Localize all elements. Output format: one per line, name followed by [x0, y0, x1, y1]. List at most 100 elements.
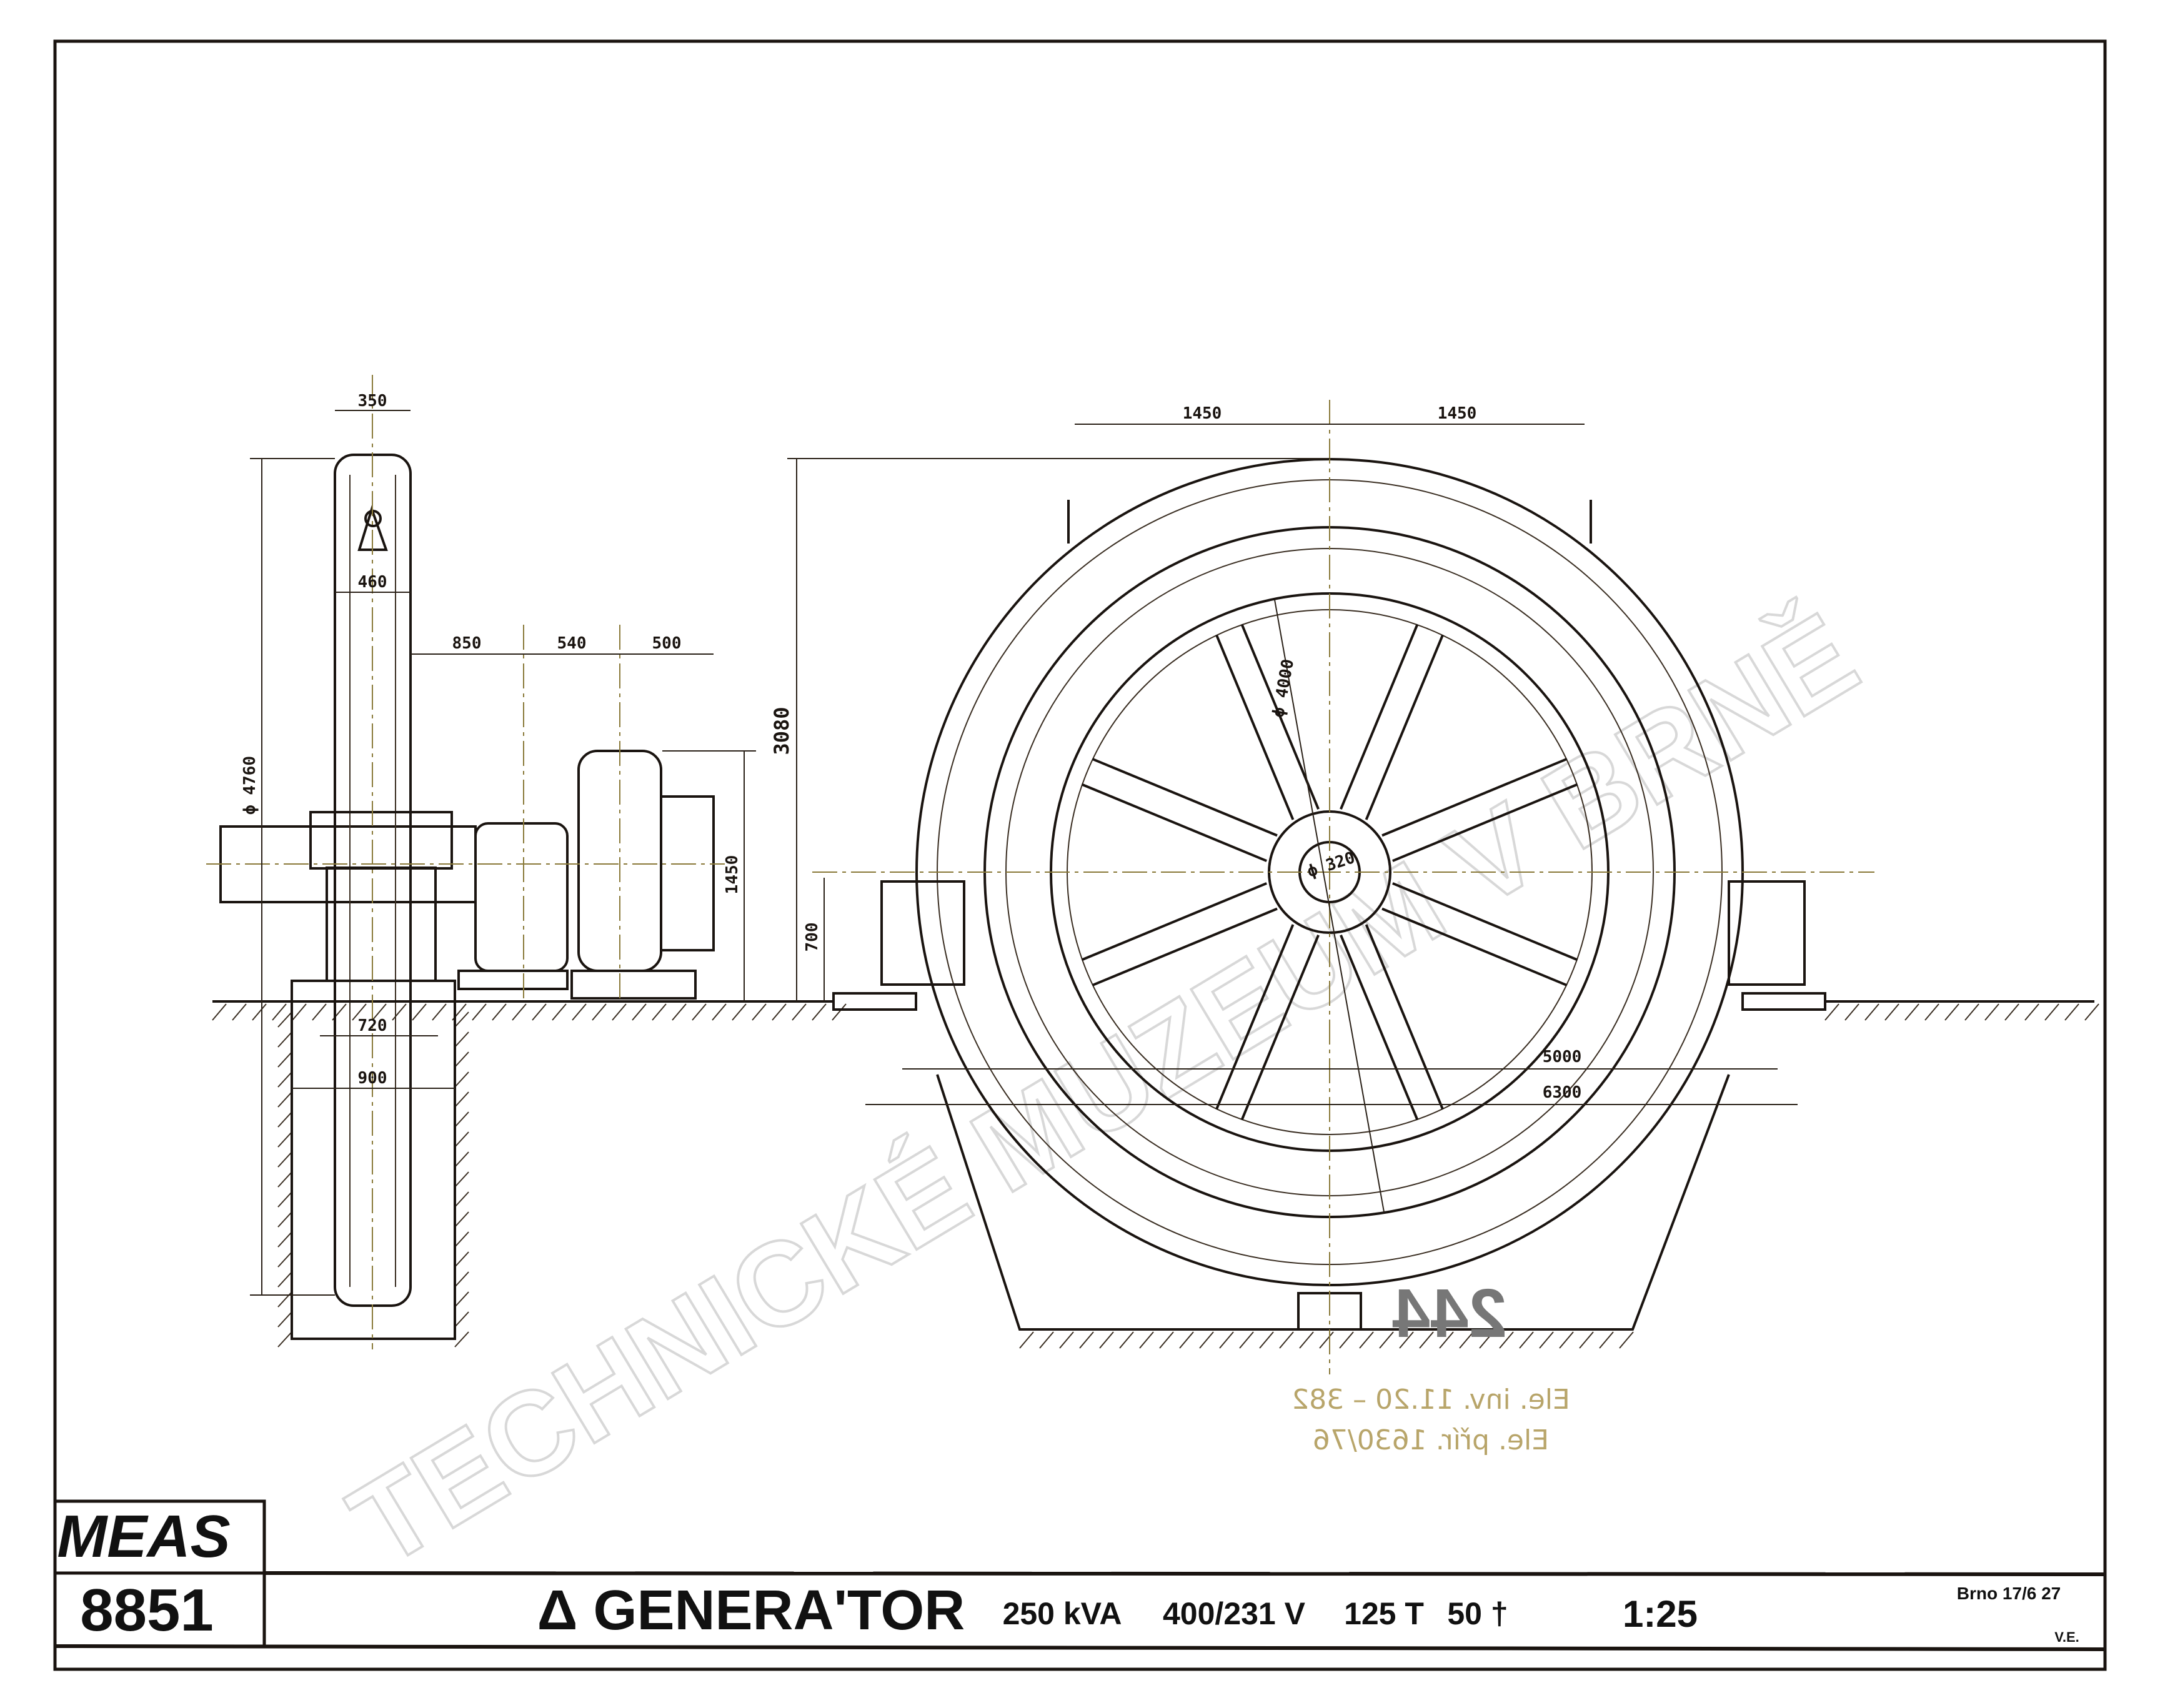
pedestal [326, 866, 437, 982]
hatch-line [392, 1003, 407, 1021]
rotor-spokes [1081, 623, 1578, 1121]
hatch-line [812, 1003, 827, 1021]
hatch-line [1964, 1003, 1979, 1021]
hatch-line [1499, 1331, 1514, 1349]
hatch-line [1884, 1003, 1899, 1021]
hatch-line [552, 1003, 567, 1021]
spec-speed: 50 † [1447, 1596, 1508, 1631]
drawing-frame [53, 39, 2107, 1671]
pencil-note-1: Ele. inv. 11.20 – 382 [1292, 1384, 1570, 1416]
hatch-line [277, 1031, 292, 1048]
hatch-line [1419, 1331, 1434, 1349]
hatch-line [1479, 1331, 1494, 1349]
hatch-line [652, 1003, 667, 1021]
dim-500: 500 [652, 634, 682, 653]
dim-540: 540 [557, 634, 587, 653]
hatch-line [1119, 1331, 1134, 1349]
hatch-line [277, 1051, 292, 1068]
spoke-edge [1215, 924, 1295, 1110]
side-view: 350 460 850 540 500 ϕ 4760 1450 720 900 [206, 375, 756, 1349]
dim-1450-motor: 1450 [723, 855, 742, 895]
hatch-line [792, 1003, 807, 1021]
hatch-line [1019, 1331, 1034, 1349]
spec-power: 250 kVA [1003, 1596, 1122, 1631]
hatch-line [1599, 1331, 1614, 1349]
hatch-line [252, 1003, 267, 1021]
drawing-scale: 1:25 [1623, 1593, 1698, 1635]
hatch-line [772, 1003, 787, 1021]
dim-5000: 5000 [1543, 1048, 1582, 1066]
hatch-line [277, 1311, 292, 1328]
hatch-line [277, 1211, 292, 1228]
hatch-line [1439, 1331, 1454, 1349]
hatch-line [1904, 1003, 1919, 1021]
hatch-line [454, 1191, 469, 1208]
hatch-line [1159, 1331, 1174, 1349]
dim-900: 900 [358, 1069, 387, 1088]
hatch-line [412, 1003, 427, 1021]
hatch-line [454, 1011, 469, 1028]
hatch-line [472, 1003, 487, 1021]
hatch-line [454, 1151, 469, 1168]
hatch-line [2004, 1003, 2019, 1021]
maker-label: MEAS [57, 1503, 230, 1570]
hatch-line [277, 1231, 292, 1248]
spoke-edge [1240, 623, 1320, 810]
hatch-line [454, 1091, 469, 1108]
dim-720: 720 [358, 1016, 387, 1035]
hatch-line [212, 1003, 227, 1021]
hatch-line [454, 1311, 469, 1328]
hatch-line [454, 1111, 469, 1128]
spoke-edge [1392, 882, 1578, 961]
hatch-line [1459, 1331, 1474, 1349]
hatch-line [1339, 1331, 1354, 1349]
hatch-line [632, 1003, 647, 1021]
hatch-line [1359, 1331, 1374, 1349]
title-block-bottom-line [54, 1644, 2106, 1651]
motor-base [570, 970, 697, 1000]
hatch-line [832, 1003, 847, 1021]
hatch-line [454, 1231, 469, 1248]
right-base-plate [1741, 992, 1826, 1011]
hatch-line [532, 1003, 547, 1021]
hatch-line [2024, 1003, 2039, 1021]
hatch-line [1864, 1003, 1879, 1021]
dim-1450-right: 1450 [1438, 404, 1477, 423]
hatch-line [277, 1331, 292, 1348]
hatch-line [592, 1003, 607, 1021]
spoke-edge [1081, 783, 1267, 862]
left-base-plate [832, 992, 917, 1011]
hatch-line [1379, 1331, 1394, 1349]
spoke-edge [1092, 758, 1278, 837]
spoke-edge [1081, 882, 1267, 961]
dim-3080: 3080 [770, 707, 794, 755]
hatch-line [1539, 1331, 1554, 1349]
dim-700: 700 [803, 923, 822, 952]
hatch-line [2084, 1003, 2099, 1021]
hatch-line [277, 1151, 292, 1168]
hatch-line [232, 1003, 247, 1021]
hatch-line [432, 1003, 447, 1021]
hatch-line [277, 1131, 292, 1148]
dim-460: 460 [358, 573, 387, 592]
hatch-line [1079, 1331, 1094, 1349]
spoke-edge [1365, 924, 1444, 1110]
title-block-top-line [264, 1571, 2106, 1576]
hatch-line [277, 1191, 292, 1208]
hatch-line [1099, 1331, 1114, 1349]
hatch-line [752, 1003, 767, 1021]
hatch-line [454, 1131, 469, 1148]
hatch-line [1559, 1331, 1574, 1349]
hatch-line [454, 1331, 469, 1348]
archive-stamp: 244 [1392, 1275, 1507, 1352]
hatch-line [2064, 1003, 2079, 1021]
hatch-line [454, 1051, 469, 1068]
foundation-pit [291, 1001, 456, 1340]
spoke-edge [1092, 907, 1278, 986]
spoke-edge [1340, 623, 1419, 810]
hatch-line [1824, 1003, 1839, 1021]
hatch-line [352, 1003, 367, 1021]
gearbox [474, 822, 569, 972]
hatch-line [277, 1011, 292, 1028]
